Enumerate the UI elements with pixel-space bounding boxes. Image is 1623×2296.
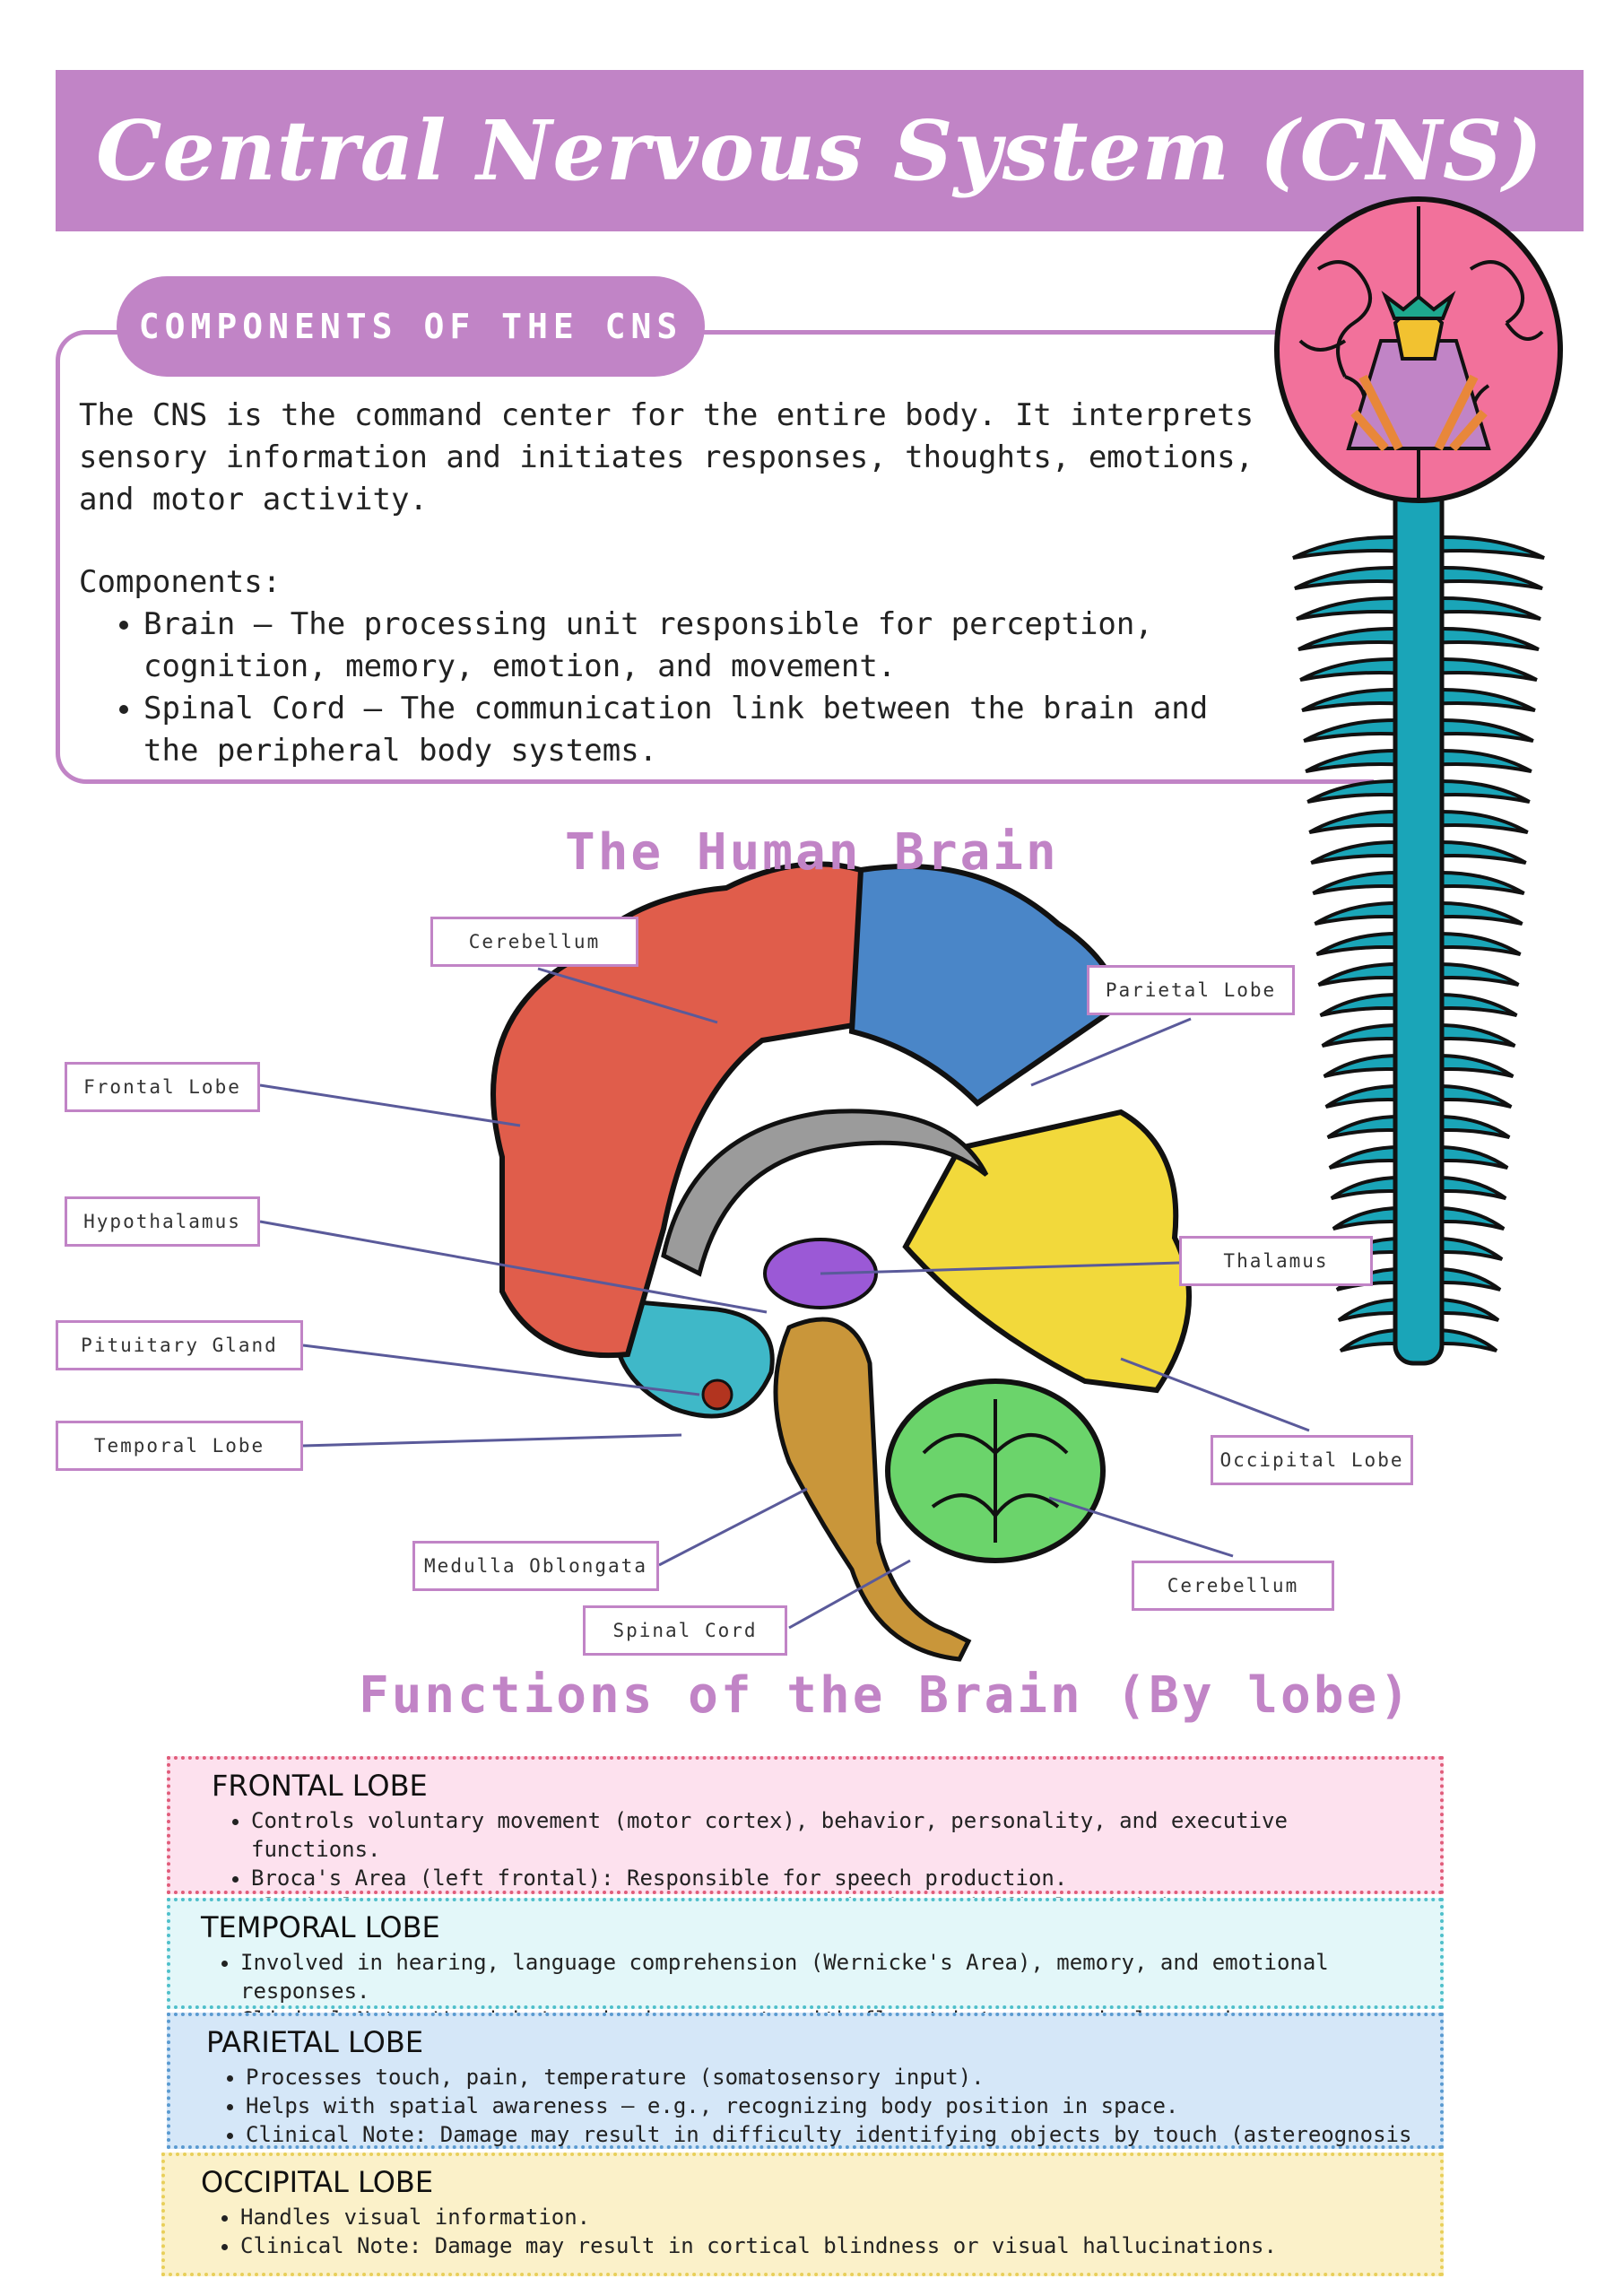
- frontal-lobe-region: [490, 861, 873, 1359]
- label-parietal-lobe: Parietal Lobe: [1087, 965, 1295, 1015]
- list-item: Helps with spatial awareness — e.g., rec…: [246, 2092, 1413, 2120]
- label-occipital-lobe: Occipital Lobe: [1211, 1435, 1413, 1485]
- lobe-title: PARIETAL LOBE: [206, 2025, 424, 2059]
- spinal-nerve-branch: [1294, 565, 1420, 590]
- label-cerebellum-top: Cerebellum: [430, 917, 638, 967]
- spinal-nerve-branch: [1417, 718, 1534, 743]
- list-item: Clinical Note: Damage may result in diff…: [246, 2120, 1413, 2149]
- spinal-nerve-branch: [1417, 565, 1543, 590]
- spinal-nerve-branch: [1308, 809, 1420, 834]
- lobe-box-occipital: OCCIPITAL LOBE Handles visual informatio…: [161, 2152, 1444, 2276]
- spinal-nerve-branch: [1417, 809, 1529, 834]
- spinal-nerve-branch: [1306, 778, 1420, 804]
- label-spinal-cord: Spinal Cord: [583, 1605, 787, 1656]
- label-hypothalamus: Hypothalamus: [65, 1196, 260, 1247]
- brain-section-heading: The Human Brain: [565, 823, 1059, 882]
- title-banner: Central Nervous System (CNS): [56, 70, 1584, 231]
- cns-brain-top-illustration: [1274, 196, 1563, 503]
- parietal-lobe-region: [848, 864, 1124, 1107]
- list-item: Clinical Note: Damage may result in cort…: [240, 2231, 1413, 2260]
- lobe-title: TEMPORAL LOBE: [201, 1910, 440, 1944]
- lobe-box-parietal: PARIETAL LOBE Processes touch, pain, tem…: [167, 2013, 1444, 2149]
- functions-section-heading: Functions of the Brain (By lobe): [359, 1666, 1412, 1725]
- label-frontal-lobe: Frontal Lobe: [65, 1062, 260, 1112]
- spinal-nerve-branch: [1417, 778, 1531, 804]
- components-list: Brain — The processing unit responsible …: [79, 604, 1271, 772]
- list-item: Involved in hearing, language comprehens…: [240, 1948, 1413, 2005]
- brainstem-region: [773, 1317, 972, 1662]
- pointer-lines: [259, 967, 1310, 1630]
- label-medulla-oblongata: Medulla Oblongata: [412, 1541, 659, 1591]
- occipital-lobe-region: [902, 1109, 1192, 1394]
- lobe-title: FRONTAL LOBE: [212, 1769, 428, 1803]
- spinal-nerve-branch: [1417, 596, 1541, 621]
- list-item: Brain — The processing unit responsible …: [143, 604, 1271, 688]
- spinal-nerve-branch: [1417, 535, 1545, 560]
- components-intro: The CNS is the command center for the en…: [79, 397, 1254, 517]
- label-cerebellum-bottom: Cerebellum: [1132, 1561, 1334, 1611]
- list-item: Handles visual information.: [240, 2203, 1413, 2231]
- pituitary-region: [701, 1378, 733, 1411]
- list-item: Spinal Cord — The communication link bet…: [143, 688, 1271, 772]
- spinal-nerve-branch: [1292, 535, 1420, 560]
- lobe-title: OCCIPITAL LOBE: [201, 2165, 434, 2199]
- spinal-nerve-branch: [1298, 626, 1420, 651]
- components-text: The CNS is the command center for the en…: [79, 395, 1271, 772]
- spinal-nerve-branch: [1417, 748, 1532, 773]
- spinal-nerve-branch: [1417, 626, 1540, 651]
- components-heading-pill: COMPONENTS OF THE CNS: [117, 276, 705, 377]
- label-pituitary-gland: Pituitary Gland: [56, 1320, 303, 1370]
- spinal-nerve-branch: [1310, 839, 1420, 865]
- spinal-nerve-branch: [1305, 748, 1420, 773]
- spinal-nerve-branch: [1301, 687, 1420, 712]
- lobe-box-temporal: TEMPORAL LOBE Involved in hearing, langu…: [167, 1898, 1444, 2032]
- page-title: Central Nervous System (CNS): [96, 102, 1543, 199]
- label-temporal-lobe: Temporal Lobe: [56, 1421, 303, 1471]
- lobe-box-frontal: FRONTAL LOBE Controls voluntary movement…: [167, 1756, 1444, 1919]
- components-heading: COMPONENTS OF THE CNS: [138, 307, 683, 346]
- temporal-lobe-region: [612, 1298, 775, 1419]
- list-item: Broca's Area (left frontal): Responsible…: [251, 1864, 1413, 1892]
- spinal-nerve-branch: [1417, 839, 1527, 865]
- list-item: Processes touch, pain, temperature (soma…: [246, 2063, 1413, 2092]
- list-item: Controls voluntary movement (motor corte…: [251, 1806, 1413, 1864]
- components-list-title: Components:: [79, 564, 282, 600]
- spinal-nerve-branch: [1417, 657, 1538, 682]
- spinal-nerve-branch: [1303, 718, 1420, 743]
- spinal-nerve-branch: [1296, 596, 1420, 621]
- spinal-nerve-branch: [1299, 657, 1420, 682]
- components-box: [56, 330, 1374, 784]
- spinal-nerve-branch: [1417, 687, 1536, 712]
- cns-spinal-cord-illustration: [1292, 428, 1545, 1366]
- sagittal-brain-illustration: [490, 861, 1192, 1662]
- label-thalamus: Thalamus: [1179, 1236, 1373, 1286]
